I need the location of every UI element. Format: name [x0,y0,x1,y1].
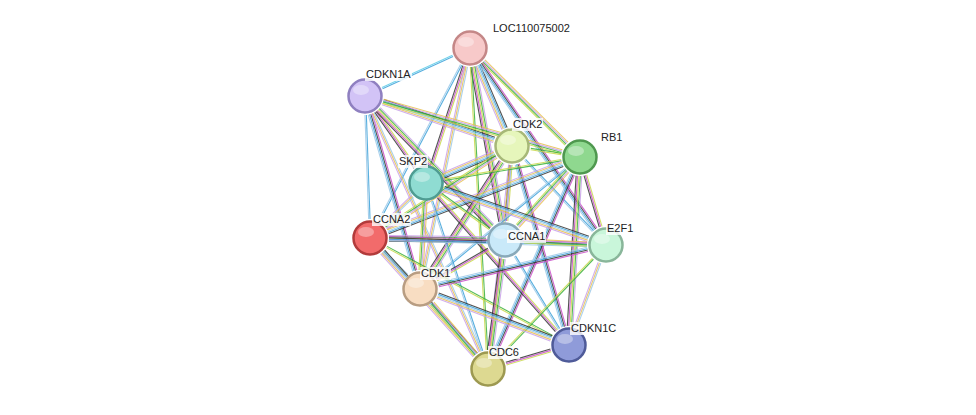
interaction-edge [431,302,478,356]
node-circle [349,80,382,113]
node-circle [496,130,529,163]
node-highlight [476,358,492,368]
protein-node: CCNA2 [352,220,388,256]
interaction-edge [488,258,506,350]
gene-label: LOC110075002 [492,22,571,35]
interaction-edge [365,115,370,219]
gene-label: RB1 [600,131,623,144]
protein-node: CDKN1A [347,78,383,114]
evidence-strand [431,305,474,356]
gene-label: CDKN1C [570,322,617,335]
evidence-strand [383,101,561,152]
node-circle [347,78,383,114]
gene-label: E2F1 [606,222,634,235]
evidence-strand [378,64,460,220]
gene-label: CCNA1 [507,230,546,243]
evidence-strand [437,298,550,341]
node-circle [564,141,597,174]
evidence-strand [587,175,602,227]
evidence-strand [518,172,568,227]
node-highlight [568,146,584,156]
evidence-strand [438,296,551,339]
evidence-strand [438,294,551,337]
node-circle [408,165,444,201]
node-highlight [557,334,573,344]
evidence-strand [584,176,599,228]
evidence-strand [531,150,561,155]
evidence-strand [485,60,568,142]
evidence-strand [432,304,475,355]
node-highlight [358,227,374,237]
node-circle [452,30,488,66]
gene-label: CDC6 [488,346,520,359]
evidence-strand [439,251,588,286]
evidence-strand [574,262,598,326]
node-circle [454,32,487,65]
node-circle [562,139,598,175]
interaction-edge [386,246,552,336]
protein-node: E2F1 [588,227,624,263]
evidence-strand [434,302,477,353]
node-circle [494,128,530,164]
node-highlight [414,172,430,182]
evidence-strand [365,115,369,219]
gene-label: CCNA2 [372,213,411,226]
protein-node: RB1 [562,139,598,175]
evidence-strand [524,243,587,246]
interaction-edge [574,262,600,327]
gene-label: SKP2 [398,155,428,168]
evidence-strand [387,246,553,335]
interaction-edge [584,175,602,227]
node-highlight [353,85,369,95]
evidence-strand [585,175,600,227]
evidence-strand [433,303,476,354]
node-circle [410,167,443,200]
protein-node: LOC110075002 [452,30,488,66]
node-highlight [500,135,516,145]
interaction-edge [441,194,490,230]
node-highlight [594,234,610,244]
interaction-edge [437,293,552,341]
node-circle [354,222,387,255]
evidence-strand [382,105,493,143]
gene-label: CDK2 [512,118,543,131]
node-highlight [458,37,474,47]
protein-node: CDK1 [402,271,438,307]
protein-node: CDKN1C [551,327,587,363]
gene-label: CDK1 [420,267,451,280]
gene-label: CDKN1A [365,68,412,81]
protein-node: CCNA1 [487,222,523,258]
protein-node: CDC6 [470,351,506,387]
protein-node: CDK2 [494,128,530,164]
interaction-edge [531,148,562,154]
evidence-strand [372,114,479,352]
interaction-edge [372,113,482,353]
protein-node: SKP2 [408,165,444,201]
